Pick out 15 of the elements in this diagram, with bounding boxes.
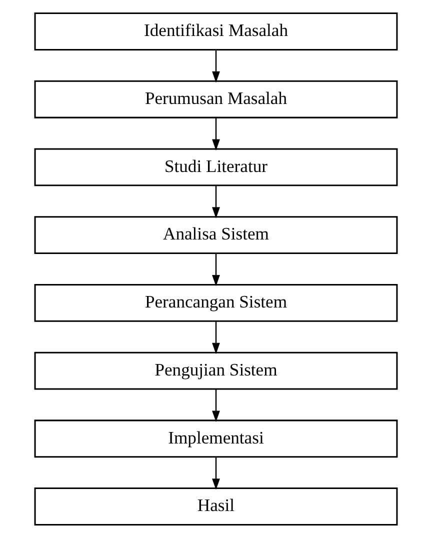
arrow [212, 457, 220, 490]
arrow [212, 321, 220, 354]
arrow [212, 186, 220, 218]
arrow [212, 118, 220, 151]
node-box: Perancangan Sistem [34, 284, 398, 322]
node-box: Pengujian Sistem [34, 352, 398, 390]
arrow [212, 50, 220, 83]
node-box: Analisa Sistem [34, 216, 398, 254]
arrow [212, 254, 220, 286]
node-box: Studi Literatur [34, 148, 398, 186]
node-box: Identifikasi Masalah [34, 12, 398, 50]
arrow [212, 389, 220, 422]
node-box: Implementasi [34, 420, 398, 458]
node-box: Hasil [34, 488, 398, 526]
node-box: Perumusan Masalah [34, 80, 398, 118]
